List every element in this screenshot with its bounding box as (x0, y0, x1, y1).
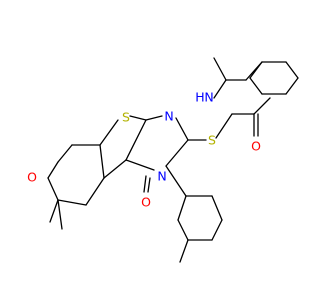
atom-s-thioether: S (208, 133, 216, 148)
bond (285, 61, 299, 79)
bond (147, 177, 151, 193)
atom-labels: O S N N O S O N H (27, 90, 261, 210)
bond (177, 195, 187, 221)
bond (47, 177, 59, 201)
bond (99, 144, 105, 179)
atom-o-amide: O (251, 139, 261, 154)
bond (143, 175, 147, 193)
bond (285, 77, 299, 95)
bond (145, 115, 163, 121)
bonds (47, 57, 299, 263)
bond (125, 119, 147, 161)
bond (125, 159, 155, 171)
bond (253, 97, 271, 115)
bond (129, 115, 147, 121)
molecule-svg: O S N N O S O N H (27, 57, 299, 263)
bond (211, 219, 223, 241)
molecule-diagram: O S N N O S O N H (27, 57, 299, 263)
bond (165, 165, 187, 197)
atom-o-carbonyl: O (141, 195, 151, 210)
bond (249, 61, 263, 79)
bond (49, 199, 59, 223)
bond (47, 161, 59, 179)
bond (211, 195, 223, 221)
bond (249, 77, 263, 95)
atom-n-amide: N (204, 90, 213, 105)
bond (165, 139, 189, 167)
bond (57, 199, 87, 206)
atom-n-upper: N (164, 109, 173, 124)
bond (177, 219, 189, 241)
bond (99, 119, 119, 146)
bond (103, 159, 127, 179)
bond (213, 57, 227, 81)
atom-s-thiophene: S (122, 110, 130, 125)
bond (213, 79, 227, 99)
bond (215, 113, 233, 139)
bond (179, 239, 189, 263)
atom-o-ring: O (27, 170, 37, 185)
bond (57, 199, 63, 230)
bond (85, 177, 105, 206)
atom-h-amide: H (195, 90, 204, 105)
atom-n-lower: N (157, 169, 166, 184)
bond (57, 144, 73, 163)
bond (175, 117, 189, 141)
